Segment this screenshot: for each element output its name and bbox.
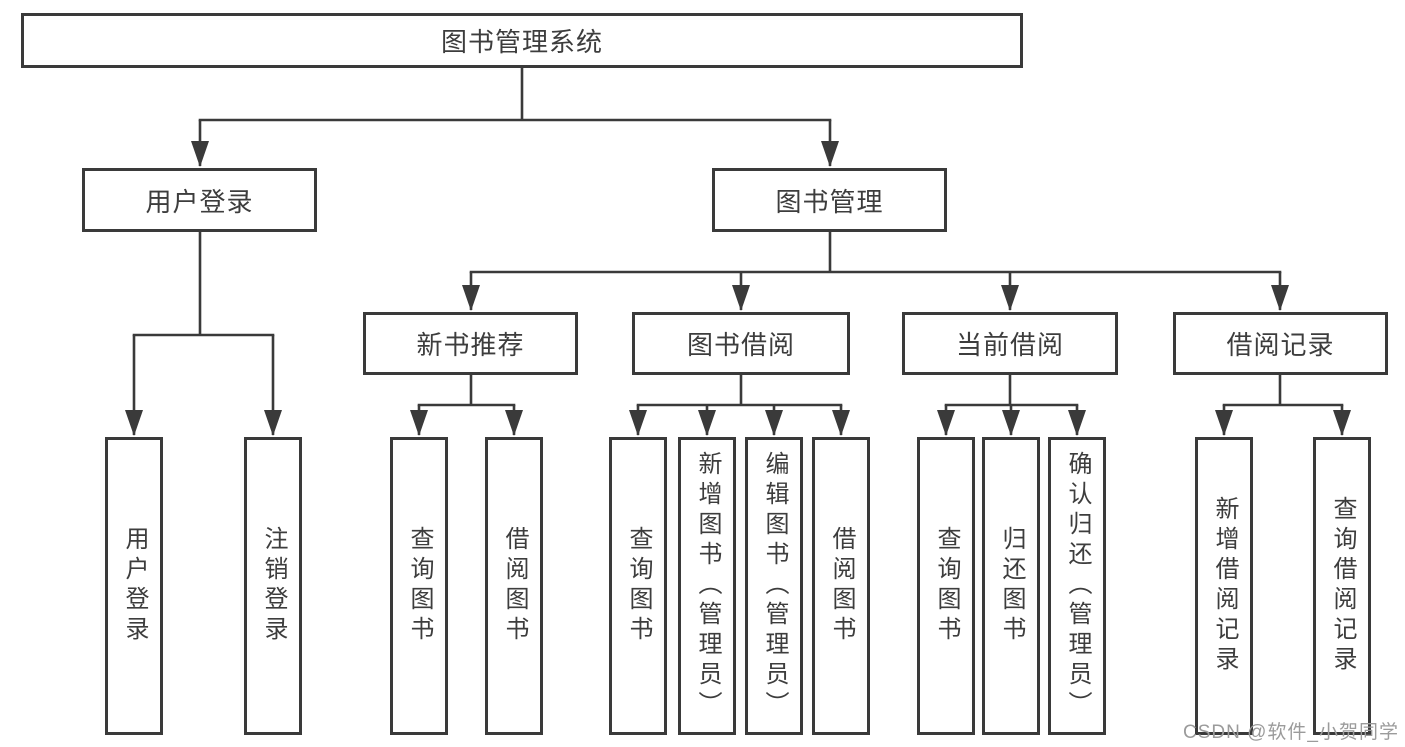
node-user-login: 用户登录 xyxy=(82,168,317,232)
node-book-management: 图书管理 xyxy=(712,168,947,232)
leaf-query-books-current: 查询图书 xyxy=(917,437,975,735)
leaf-edit-books-admin: 编辑图书（管理员） xyxy=(745,437,803,735)
leaf-return-books: 归还图书 xyxy=(982,437,1040,735)
leaf-query-books-borrow: 查询图书 xyxy=(609,437,667,735)
leaf-confirm-return-admin: 确认归还（管理员） xyxy=(1048,437,1106,735)
node-new-book-recommend: 新书推荐 xyxy=(363,312,578,375)
leaf-add-books-admin: 新增图书（管理员） xyxy=(678,437,736,735)
leaf-borrow-books-recommend: 借阅图书 xyxy=(485,437,543,735)
node-book-borrow: 图书借阅 xyxy=(632,312,850,375)
leaf-user-login: 用户登录 xyxy=(105,437,163,735)
leaf-query-books-recommend: 查询图书 xyxy=(390,437,448,735)
leaf-borrow-books: 借阅图书 xyxy=(812,437,870,735)
node-current-borrow: 当前借阅 xyxy=(902,312,1118,375)
leaf-add-borrow-record: 新增借阅记录 xyxy=(1195,437,1253,735)
node-borrow-records: 借阅记录 xyxy=(1173,312,1388,375)
csdn-watermark: CSDN @软件_小贺同学 xyxy=(1183,722,1399,743)
leaf-logout: 注销登录 xyxy=(244,437,302,735)
node-root-system: 图书管理系统 xyxy=(21,13,1023,68)
leaf-query-borrow-record: 查询借阅记录 xyxy=(1313,437,1371,735)
